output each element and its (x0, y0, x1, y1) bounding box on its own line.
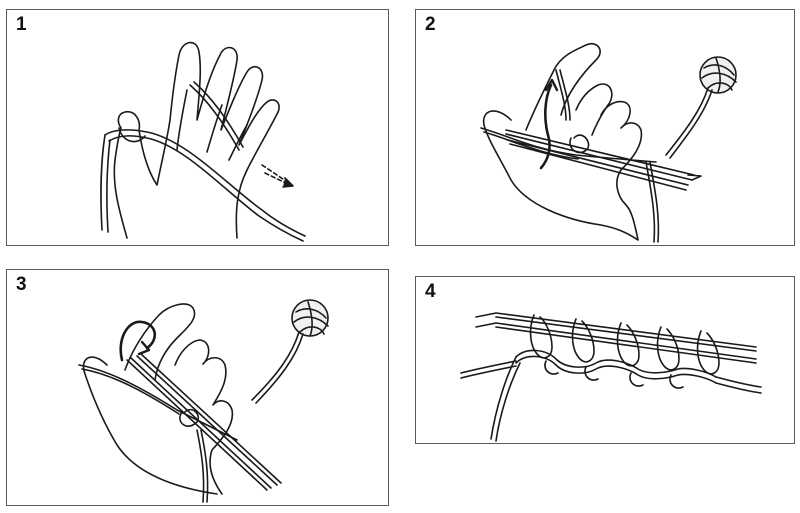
hand-outline (113, 41, 280, 239)
step-2-illustration (480, 42, 737, 243)
step-3-panel: 3 (6, 269, 389, 506)
step-number: 2 (425, 14, 436, 35)
step-1-illustration (100, 41, 306, 242)
needle (505, 129, 695, 176)
step-3-illustration (78, 299, 329, 503)
needle (475, 312, 757, 348)
step-number: 3 (16, 274, 27, 295)
step-1-panel: 1 (6, 9, 389, 246)
step-4-panel: 4 (415, 276, 795, 444)
direction-arrow (119, 320, 156, 362)
direction-arrow (539, 83, 553, 170)
needle (126, 359, 268, 491)
step-2-panel: 2 (415, 9, 795, 246)
step-number: 4 (425, 281, 436, 302)
yarn-strand (104, 129, 306, 237)
step-4-illustration (460, 312, 762, 442)
cast-on-stitches (529, 314, 720, 375)
step-number: 1 (16, 14, 27, 35)
hand-outline (482, 42, 643, 241)
hand-outline (82, 303, 234, 495)
